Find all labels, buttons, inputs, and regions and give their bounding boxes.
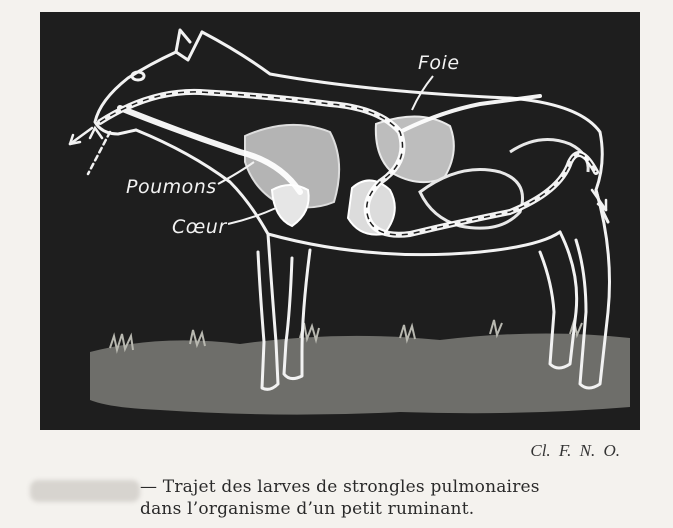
redacted-figure-number (30, 480, 140, 502)
grass-ground (90, 320, 630, 415)
caption-line-2: dans l’organisme d’un petit ruminant. (140, 498, 660, 520)
figure-caption: — Trajet des larves de strongles pulmona… (140, 476, 660, 520)
liver-label: Foie (418, 52, 460, 74)
organs (245, 116, 588, 234)
ruminant-diagram (40, 12, 640, 430)
lungs-label: Poumons (126, 176, 217, 198)
photo-credit: Cl. F. N. O. (530, 441, 620, 461)
heart-label: Cœur (172, 216, 227, 238)
heart-shape (272, 185, 309, 226)
caption-line-1: — Trajet des larves de strongles pulmona… (140, 476, 660, 498)
illustration-plate: Foie Poumons Cœur (40, 12, 640, 430)
